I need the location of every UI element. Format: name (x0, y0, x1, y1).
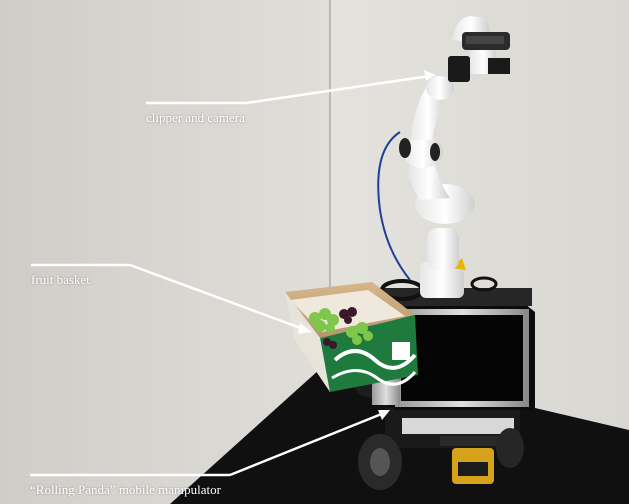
gripper-arrow-head (424, 70, 436, 81)
gripper-label: clipper and camera (146, 110, 245, 125)
basket-arrow-head (298, 323, 312, 334)
cable-coil-2 (470, 276, 498, 292)
red-grapes (323, 307, 357, 349)
green-grapes (309, 308, 373, 345)
robot-arrow-diagonal (229, 411, 385, 477)
mobile-manipulator-label: “Rolling Panda” mobile manipulator (30, 482, 221, 497)
robot-arm (377, 16, 510, 298)
robot-arrow-head (378, 410, 390, 420)
basket-arrow-diagonal (129, 263, 307, 332)
gripper-arrow-diagonal (245, 74, 431, 105)
fruit-basket-box (285, 282, 418, 392)
fruit-basket-label: fruit basket (31, 272, 90, 287)
annotation-arrows (30, 70, 436, 477)
